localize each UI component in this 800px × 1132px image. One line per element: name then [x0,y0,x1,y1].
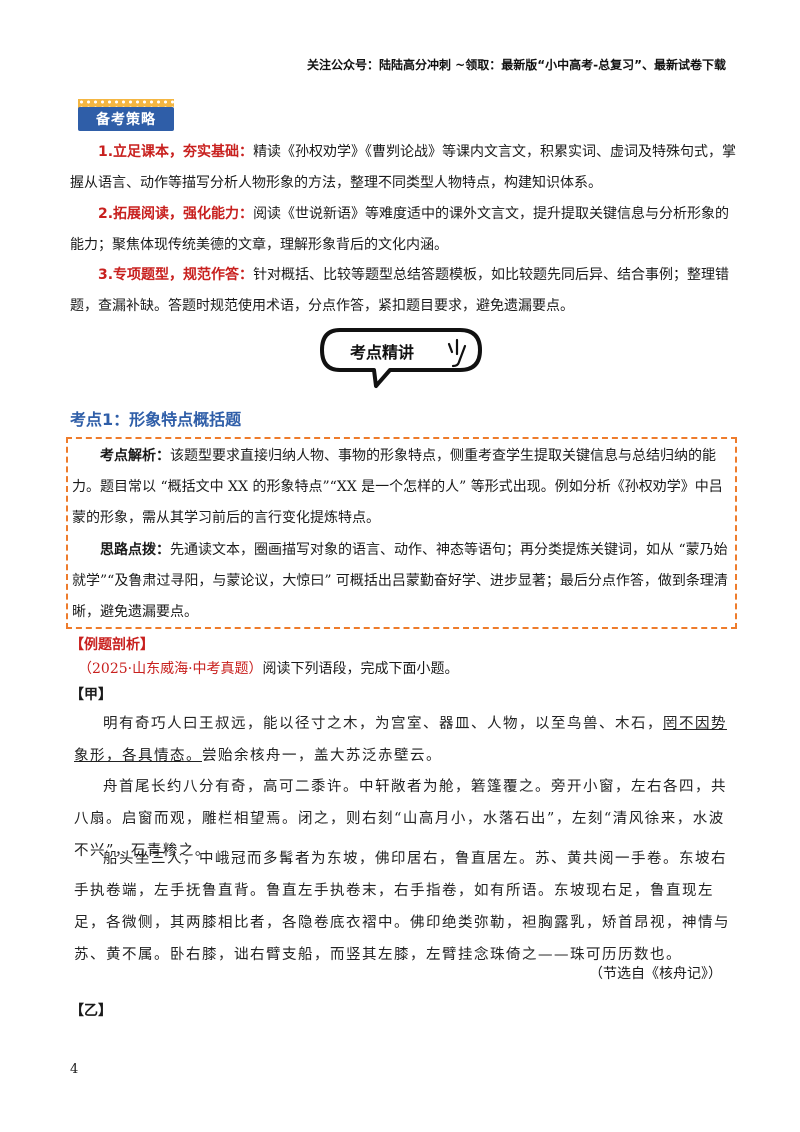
header-note: 关注公众号：陆陆高分冲刺 ~领取：最新版“小中高考-总复习”、最新试卷下载 [307,58,726,72]
example-heading: 【例题剖析】 [70,637,154,653]
speech-bubble-icon [320,328,482,388]
analysis-box [66,437,737,629]
analysis-text: 该题型要求直接归纳人物、事物的形象特点，侧重考查学生提取关键信息与总结归纳的能力… [72,448,723,526]
strategy-badge-label: 备考策略 [78,107,174,131]
strategy-item-3-label: 3.专项题型，规范作答： [98,267,254,283]
strategy-item-1-label: 1.立足课本，夯实基础： [98,144,254,160]
analysis-label: 考点解析： [100,448,170,464]
point-title: 考点1：形象特点概括题 [70,410,242,429]
strategy-item-3-text: 针对概括、比较等题型总结答题模板，如比较题先同后异、结合事例；整理错题，查漏补缺… [70,267,730,314]
analysis-paragraph: 考点解析：该题型要求直接归纳人物、事物的形象特点，侧重考查学生提取关键信息与总结… [72,441,732,534]
section-bubble-title: 考点精讲 [349,343,414,362]
passage-yi-label: 【乙】 [70,1003,112,1019]
strategy-item-1: 1.立足课本，夯实基础：精读《孙权劝学》《曹刿论战》等课内文言文，积累实词、虚词… [70,137,738,199]
passage-p1-underlined: 罔不因势象形，各具情态。 [74,716,727,764]
section-bubble: 考点精讲 [318,326,486,390]
page-number: 4 [70,1062,79,1077]
passage-paragraph-2: 舟首尾长约八分有奇，高可二黍许。中轩敞者为舱，箬篷覆之。旁开小窗，左右各四，共八… [74,779,727,859]
passage-paragraph-3: 船头坐三人，中峨冠而多髯者为东坡，佛印居右，鲁直居左。苏、黄共阅一手卷。东坡右手… [74,851,730,963]
strategy-item-3: 3.专项题型，规范作答：针对概括、比较等题型总结答题模板，如比较题先同后异、结合… [70,260,738,322]
passage-p1-start: 明有奇巧人曰王叔远，能以径寸之木，为宫室、器皿、人物，以至鸟兽、木石， [103,716,663,732]
hint-paragraph: 思路点拨：先通读文本，圈画描写对象的语言、动作、神态等语句；再分类提炼关键词，如… [72,535,732,628]
strategy-item-2-text: 阅读《世说新语》等难度适中的课外文言文，提升提取关键信息与分析形象的能力；聚焦体… [70,206,730,253]
strategy-badge: 备考策略 [78,99,174,133]
passage-citation: （节选自《核舟记》） [589,966,722,982]
example-source-line: （2025·山东威海·中考真题）阅读下列语段，完成下面小题。 [78,658,459,678]
hint-text: 先通读文本，圈画描写对象的语言、动作、神态等语句；再分类提炼关键词，如从 “蒙乃… [72,542,728,620]
example-instruction: 阅读下列语段，完成下面小题。 [262,661,459,677]
strategy-item-2-label: 2.拓展阅读，强化能力： [98,206,254,222]
passage-paragraph-1: 明有奇巧人曰王叔远，能以径寸之木，为宫室、器皿、人物，以至鸟兽、木石，罔不因势象… [74,708,738,772]
example-source: （2025·山东威海·中考真题） [78,661,263,677]
strategy-item-2: 2.拓展阅读，强化能力：阅读《世说新语》等难度适中的课外文言文，提升提取关键信息… [70,199,738,261]
passage-p1-end: 尝贻余核舟一，盖大苏泛赤壁云。 [202,748,442,764]
hint-label: 思路点拨： [100,542,170,558]
passage-jia-label: 【甲】 [70,687,112,703]
strategy-item-1-text: 精读《孙权劝学》《曹刿论战》等课内文言文，积累实词、虚词及特殊句式，掌握从语言、… [70,144,737,191]
